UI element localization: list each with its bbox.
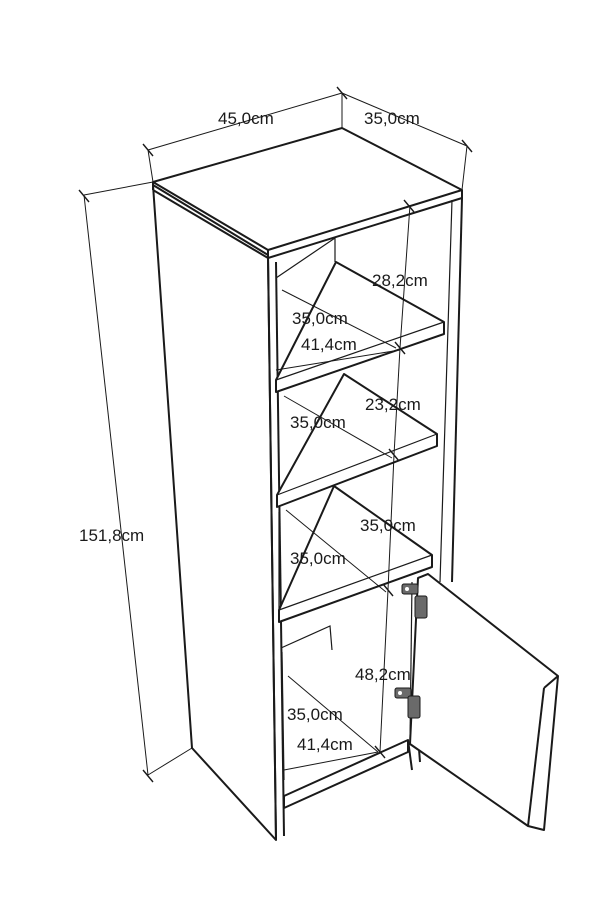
width-dimension-line [147,92,343,151]
cabinet-height-label: 48,2cm [355,665,411,684]
cabinet-height-tick-bottom [374,745,386,759]
height-tick-top [78,189,90,203]
depth-dimension-line [341,92,468,147]
shelf3-height-label: 35,0cm [360,516,416,535]
front-left-inner-edge [275,261,285,837]
cabinet-width-label: 41,4cm [297,735,353,754]
height-tick-bottom [142,769,154,783]
front-right-inner-edge [439,199,453,583]
front-left-edge [267,257,277,841]
bottom-panel [283,739,409,809]
height-dimension-line [83,194,149,776]
front-right-edge [451,197,463,583]
lower-hinge-icon [394,687,421,719]
shelf-1-front [275,321,445,381]
cabinet-door [409,573,559,831]
cabinet-height-line [379,589,389,753]
shelf-2-front [276,433,438,496]
depth-label: 35,0cm [364,109,420,128]
height-extension-top [83,181,154,196]
shelf1-width-line [275,349,401,371]
shelf2-height-label: 23,2cm [365,395,421,414]
cabinet-inner-left [281,651,285,781]
shelf2-height-line [393,347,401,456]
width-label: 45,0cm [218,109,274,128]
width-extension-left [147,149,154,183]
shelf-3-front [278,554,433,611]
shelf2-depth-label: 35,0cm [290,413,346,432]
upper-hinge-icon [401,583,428,619]
shelf1-width-label: 41,4cm [301,335,357,354]
height-label: 151,8cm [79,526,144,545]
shelf1-height-label: 28,2cm [372,271,428,290]
shelf3-height-line [387,454,395,591]
door-side-top [543,675,559,689]
depth-extension-right [461,145,468,191]
shelf3-depth-line [285,509,387,593]
shelf2-depth-line [283,395,393,459]
shelf-1 [275,261,445,393]
shelf1-depth-label: 35,0cm [292,309,348,328]
cabinet-back-top [280,625,333,651]
shelf-2 [276,373,438,508]
shelf-3 [278,485,433,623]
height-extension-bottom [147,747,193,776]
door-inner-edge [527,687,545,827]
back-panel-top [275,236,336,279]
left-side-panel [152,184,277,841]
shelf1-height-line [399,204,411,349]
shelf1-height-tick-top [403,199,415,213]
cabinet-depth-line [287,675,379,753]
right-foot [407,739,413,771]
shelf1-depth-line [281,289,397,349]
door-top-edge [417,573,429,579]
cabinet-depth-label: 35,0cm [287,705,343,724]
shelf3-depth-label: 35,0cm [290,549,346,568]
cabinet-width-line [283,751,379,771]
